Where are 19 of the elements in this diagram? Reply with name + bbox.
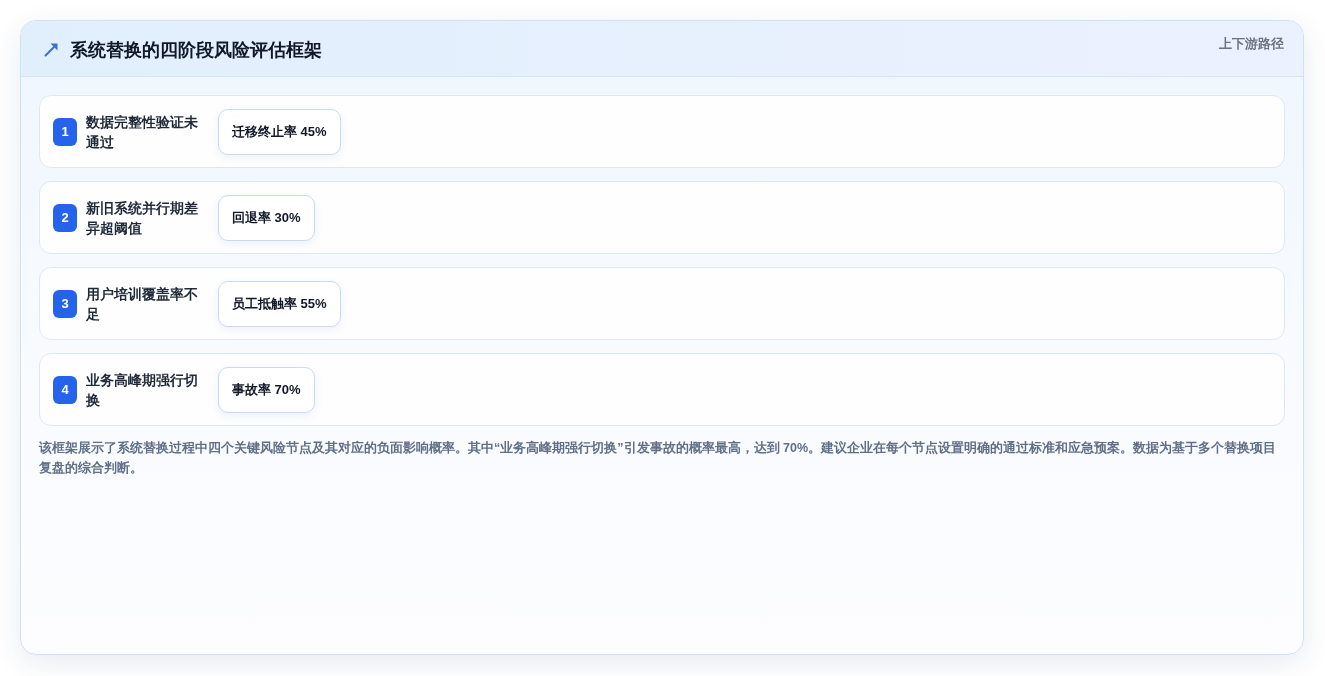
risk-label: 新旧系统并行期差异超阈值	[86, 198, 199, 238]
number-badge: 4	[53, 375, 77, 404]
number-badge: 2	[53, 203, 77, 232]
risk-row-card	[39, 95, 1285, 168]
risk-label: 用户培训覆盖率不足	[86, 284, 199, 324]
header-note: 上下游路径	[1219, 35, 1284, 53]
risk-row-card	[39, 353, 1285, 426]
caption-text: 该框架展示了系统替换过程中四个关键风险节点及其对应的负面影响概率。其中“业务高峰期强行切换”引发事故的概率最高，达到 70%。建议企业在每个节点设置明确的通过标准和应急预案。数据为基于多个替换项目复盘的综合判断。	[39, 439, 1277, 477]
probability-pill: 员工抵触率 55%	[218, 280, 341, 327]
risk-row-card	[39, 267, 1285, 340]
risk-label: 数据完整性验证未通过	[86, 112, 199, 152]
probability-pill: 事故率 70%	[218, 366, 315, 413]
number-badge: 3	[53, 289, 77, 318]
probability-pill: 回退率 30%	[218, 194, 315, 241]
number-badge: 1	[53, 117, 77, 146]
diagram-title: 系统替换的四阶段风险评估框架	[70, 39, 322, 62]
risk-row-card	[39, 181, 1285, 254]
probability-pill: 迁移终止率 45%	[218, 108, 341, 155]
risk-label: 业务高峰期强行切换	[86, 370, 199, 410]
